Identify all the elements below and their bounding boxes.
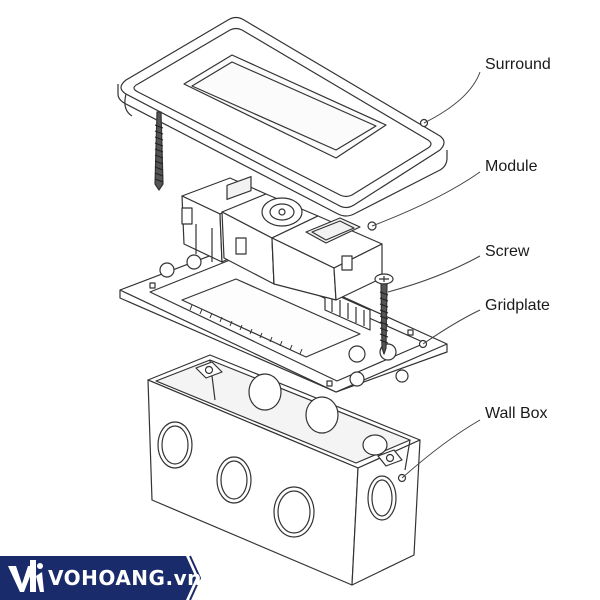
label-module: Module (485, 158, 538, 175)
screw-right (374, 273, 394, 355)
label-surround: Surround (485, 56, 551, 73)
brand-name: VOHOANG.vn (48, 566, 202, 590)
label-screw: Screw (485, 243, 530, 260)
label-gridplate: Gridplate (485, 297, 550, 314)
leader-lines (371, 71, 481, 479)
module-rj45-right (271, 215, 383, 301)
screw-left (154, 111, 164, 191)
label-wall-box: Wall Box (485, 405, 548, 422)
brand-banner (0, 555, 201, 600)
gridplate (119, 246, 448, 393)
module-assembly (181, 176, 383, 301)
wall-box (147, 354, 421, 586)
surround (117, 16, 448, 217)
vh-logo-icon (8, 560, 44, 592)
